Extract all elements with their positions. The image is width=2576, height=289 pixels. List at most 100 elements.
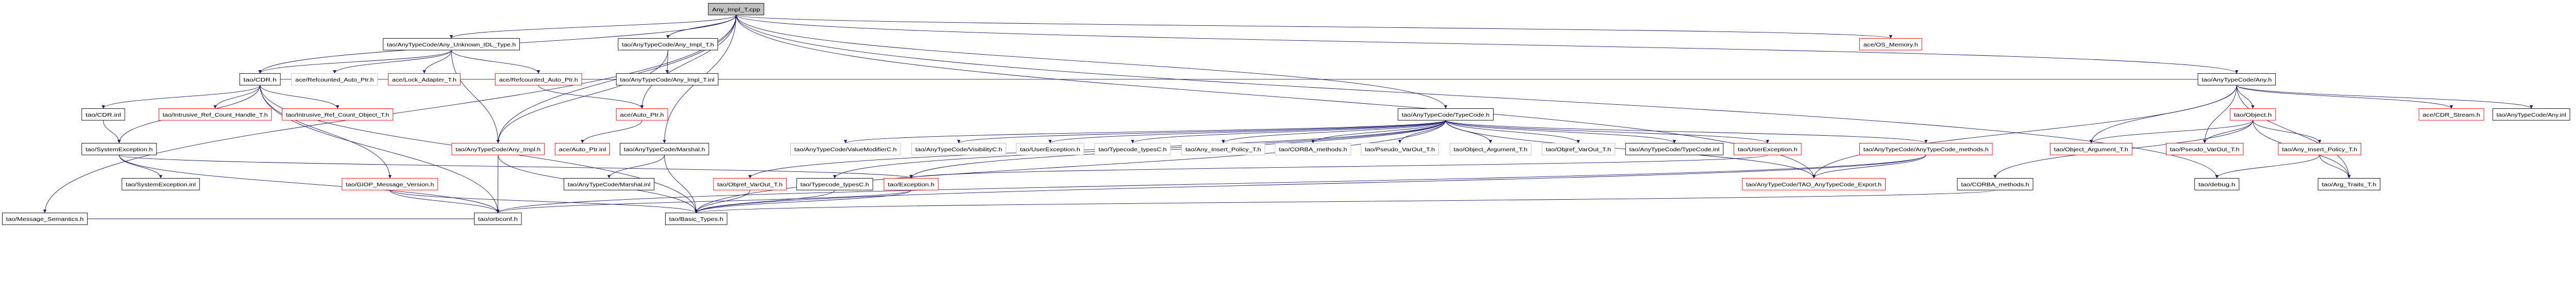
node-tao-anytypecode-any-impl-t-h[interactable]: tao/AnyTypeCode/Any_Impl_T.h xyxy=(618,38,718,51)
node-tao-anytypecode-any-impl-h[interactable]: tao/AnyTypeCode/Any_Impl.h xyxy=(451,143,545,155)
node-tao-typecode-typesc-h[interactable]: tao/Typecode_typesC.h xyxy=(796,178,873,190)
node-tao-objref-varout-t-h[interactable]: tao/Objref_VarOut_T.h xyxy=(1541,143,1615,155)
node-box[interactable] xyxy=(616,108,668,121)
node-ace-os-memory-h[interactable]: ace/OS_Memory.h xyxy=(1859,38,1922,51)
node-tao-object-argument-t-h[interactable]: tao/Object_Argument_T.h xyxy=(2050,143,2132,155)
node-tao-any-insert-policy-t-h[interactable]: tao/Any_Insert_Policy_T.h xyxy=(1181,143,1265,155)
node-box[interactable] xyxy=(1094,143,1171,155)
node-box[interactable] xyxy=(1449,143,1532,155)
node-box[interactable] xyxy=(616,73,719,86)
node-box[interactable] xyxy=(1859,143,1993,155)
node-box[interactable] xyxy=(1734,143,1802,155)
node-box[interactable] xyxy=(239,73,281,86)
node-box[interactable] xyxy=(1625,143,1724,155)
node-box[interactable] xyxy=(620,143,709,155)
node-box[interactable] xyxy=(383,38,520,51)
node-box[interactable] xyxy=(1859,38,1922,51)
node-box[interactable] xyxy=(282,108,394,121)
node-tao-systemexception-inl[interactable]: tao/SystemException.inl xyxy=(122,178,200,190)
node-box[interactable] xyxy=(884,178,939,190)
node-tao-exception-h[interactable]: tao/Exception.h xyxy=(884,178,939,190)
node-box[interactable] xyxy=(474,213,522,225)
node-box[interactable] xyxy=(2166,143,2244,155)
node-tao-anytypecode-visibilityc-h[interactable]: tao/AnyTypeCode/VisibilityC.h xyxy=(911,143,1007,155)
node-box[interactable] xyxy=(2197,73,2276,86)
node-box[interactable] xyxy=(122,178,200,190)
node-box[interactable] xyxy=(708,3,765,15)
node-tao-cdr-inl[interactable]: tao/CDR.inl xyxy=(81,108,125,121)
node-tao-anytypecode-marshal-inl[interactable]: tao/AnyTypeCode/Marshal.inl xyxy=(564,178,655,190)
node-tao-corba-methods-h[interactable]: tao/CORBA_methods.h xyxy=(1957,178,2033,190)
node-tao-orbconf-h[interactable]: tao/orbconf.h xyxy=(474,213,522,225)
node-tao-anytypecode-marshal-h[interactable]: tao/AnyTypeCode/Marshal.h xyxy=(620,143,709,155)
node-box[interactable] xyxy=(713,178,787,190)
node-box[interactable] xyxy=(1275,143,1351,155)
node-box[interactable] xyxy=(2317,178,2381,190)
node-box[interactable] xyxy=(564,178,655,190)
node-tao-pseudo-varout-t-h[interactable]: tao/Pseudo_VarOut_T.h xyxy=(1361,143,1439,155)
node-tao-pseudo-varout-t-h[interactable]: tao/Pseudo_VarOut_T.h xyxy=(2166,143,2244,155)
node-ace-cdr-stream-h[interactable]: ace/CDR_Stream.h xyxy=(2418,108,2484,121)
node-box[interactable] xyxy=(2,213,88,225)
node-tao-corba-methods-h[interactable]: tao/CORBA_methods.h xyxy=(1275,143,1351,155)
node-tao-userexception-h[interactable]: tao/UserException.h xyxy=(1734,143,1802,155)
node-ace-refcounted-auto-ptr-h[interactable]: ace/Refcounted_Auto_Ptr.h xyxy=(495,73,582,86)
node-tao-message-semantics-h[interactable]: tao/Message_Semantics.h xyxy=(2,213,88,225)
node-tao-intrusive-ref-count-handle-t-h[interactable]: tao/Intrusive_Ref_Count_Handle_T.h xyxy=(158,108,272,121)
node-tao-systemexception-h[interactable]: tao/SystemException.h xyxy=(81,143,157,155)
node-tao-typecode-typesc-h[interactable]: tao/Typecode_typesC.h xyxy=(1094,143,1171,155)
node-box[interactable] xyxy=(81,108,125,121)
node-box[interactable] xyxy=(665,213,727,225)
node-box[interactable] xyxy=(495,73,582,86)
node-tao-anytypecode-any-h[interactable]: tao/AnyTypeCode/Any.h xyxy=(2197,73,2276,86)
node-any-impl-t-cpp[interactable]: Any_Impl_T.cpp xyxy=(708,3,765,15)
node-box[interactable] xyxy=(291,73,378,86)
node-box[interactable] xyxy=(2050,143,2132,155)
node-box[interactable] xyxy=(2230,108,2276,121)
node-box[interactable] xyxy=(158,108,272,121)
node-box[interactable] xyxy=(2278,143,2362,155)
node-tao-intrusive-ref-count-object-t-h[interactable]: tao/Intrusive_Ref_Count_Object_T.h xyxy=(282,108,394,121)
node-box[interactable] xyxy=(451,143,545,155)
node-ace-auto-ptr-inl[interactable]: ace/Auto_Ptr.inl xyxy=(554,143,610,155)
node-tao-anytypecode-anytypecode-methods-h[interactable]: tao/AnyTypeCode/AnyTypeCode_methods.h xyxy=(1859,143,1993,155)
node-tao-anytypecode-any-impl-t-inl[interactable]: tao/AnyTypeCode/Any_Impl_T.inl xyxy=(616,73,719,86)
node-box[interactable] xyxy=(388,73,461,86)
node-tao-object-argument-t-h[interactable]: tao/Object_Argument_T.h xyxy=(1449,143,1532,155)
node-tao-userexception-h[interactable]: tao/UserException.h xyxy=(1016,143,1084,155)
node-box[interactable] xyxy=(1541,143,1615,155)
node-tao-anytypecode-any-inl[interactable]: tao/AnyTypeCode/Any.inl xyxy=(2492,108,2570,121)
node-tao-giop-message-version-h[interactable]: tao/GIOP_Message_Version.h xyxy=(342,178,438,190)
node-tao-debug-h[interactable]: tao/debug.h xyxy=(2194,178,2240,190)
node-box[interactable] xyxy=(1361,143,1439,155)
node-tao-anytypecode-valuemodifierc-h[interactable]: tao/AnyTypeCode/ValueModifierC.h xyxy=(790,143,901,155)
node-tao-anytypecode-any-unknown-idl-type-h[interactable]: tao/AnyTypeCode/Any_Unknown_IDL_Type.h xyxy=(383,38,520,51)
node-tao-anytypecode-typecode-inl[interactable]: tao/AnyTypeCode/TypeCode.inl xyxy=(1625,143,1724,155)
node-box[interactable] xyxy=(2194,178,2240,190)
node-box[interactable] xyxy=(1742,178,1886,190)
node-tao-anytypecode-tao-anytypecode-export-h[interactable]: tao/AnyTypeCode/TAO_AnyTypeCode_Export.h xyxy=(1742,178,1886,190)
node-box[interactable] xyxy=(342,178,438,190)
node-box[interactable] xyxy=(81,143,157,155)
node-ace-refcounted-auto-ptr-h[interactable]: ace/Refcounted_Auto_Ptr.h xyxy=(291,73,378,86)
node-box[interactable] xyxy=(2492,108,2570,121)
node-box[interactable] xyxy=(911,143,1007,155)
node-tao-any-insert-policy-t-h[interactable]: tao/Any_Insert_Policy_T.h xyxy=(2278,143,2362,155)
node-ace-auto-ptr-h[interactable]: ace/Auto_Ptr.h xyxy=(616,108,668,121)
node-box[interactable] xyxy=(1957,178,2033,190)
node-tao-anytypecode-typecode-h[interactable]: tao/AnyTypeCode/TypeCode.h xyxy=(1398,108,1494,121)
node-tao-arg-traits-t-h[interactable]: tao/Arg_Traits_T.h xyxy=(2317,178,2381,190)
node-box[interactable] xyxy=(2418,108,2484,121)
node-ace-lock-adapter-t-h[interactable]: ace/Lock_Adapter_T.h xyxy=(388,73,461,86)
node-tao-object-h[interactable]: tao/Object.h xyxy=(2230,108,2276,121)
node-box[interactable] xyxy=(1181,143,1265,155)
node-box[interactable] xyxy=(554,143,610,155)
node-box[interactable] xyxy=(618,38,718,51)
node-tao-cdr-h[interactable]: tao/CDR.h xyxy=(239,73,281,86)
node-box[interactable] xyxy=(1016,143,1084,155)
node-tao-objref-varout-t-h[interactable]: tao/Objref_VarOut_T.h xyxy=(713,178,787,190)
node-tao-basic-types-h[interactable]: tao/Basic_Types.h xyxy=(665,213,727,225)
node-box[interactable] xyxy=(1398,108,1494,121)
node-box[interactable] xyxy=(790,143,901,155)
node-box[interactable] xyxy=(796,178,873,190)
